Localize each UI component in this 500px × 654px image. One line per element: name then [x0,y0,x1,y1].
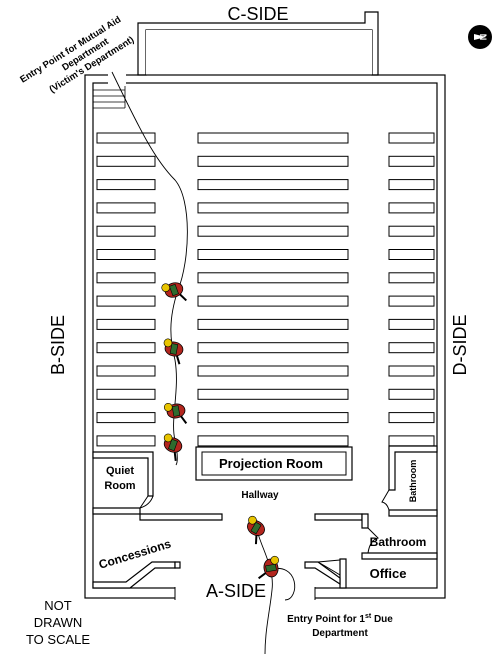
a-side-entry-right [304,561,341,586]
seating-row-left [96,365,156,377]
office-label: Office [370,566,407,581]
seating-row-right [388,435,435,447]
hallway-wall-right [314,513,363,521]
stairs [93,83,126,109]
firefighter-icon [161,282,187,302]
seating-row-center [197,318,349,330]
a-side-entry-left [174,561,181,569]
not-drawn-to-scale-2: DRAWN [34,615,83,630]
seating-row-left [96,295,156,307]
bathroom-walls [361,513,369,529]
seating-row-center [197,249,349,260]
svg-text:Department: Department [312,628,368,639]
small-bathroom-door [381,489,390,511]
quiet-room-bottom-wall [92,507,141,515]
seating-row-right [388,249,435,260]
c-side-label: C-SIDE [227,4,288,24]
d-side-label: D-SIDE [450,314,470,375]
bathroom-bottom [361,552,438,560]
seating-row-center [197,295,349,307]
projection-room-inner [201,451,347,476]
seating-row-left [96,155,156,167]
seating-row-right [388,365,435,377]
firefighter-icon [258,555,280,580]
seating-row-center [197,412,349,424]
not-drawn-to-scale-1: NOT [44,598,72,613]
a-side-opening [175,587,315,600]
seating-row-center [197,365,349,377]
firefighter-icon [163,433,183,462]
seating-row-center [197,342,349,354]
quiet-door [139,495,154,509]
seating-row-right [388,388,435,400]
seating-rows-right [388,132,435,447]
seating-row-left [96,202,156,214]
b-side-label: B-SIDE [48,315,68,375]
seating-row-left [96,225,156,237]
seating-row-center [197,202,349,214]
svg-text:N: N [478,34,488,41]
seating-row-left [96,318,156,330]
seating-row-right [388,225,435,237]
not-drawn-to-scale-3: TO SCALE [26,632,90,647]
seating-row-center [197,388,349,400]
seating-row-right [388,295,435,307]
quiet-room-label-2: Room [104,480,135,492]
svg-text:Entry Point for 1st Due: Entry Point for 1st Due [287,613,393,625]
seating-row-right [388,202,435,214]
seating-row-center [197,225,349,237]
seating-row-right [388,179,435,191]
firefighter-icon [247,515,265,545]
seating-row-center [197,179,349,191]
inner-wall [92,82,438,589]
firefighter-icon [163,402,188,424]
seating-row-left [96,342,156,354]
hallway-label: Hallway [241,490,279,501]
seating-row-left [96,179,156,191]
seating-row-right [388,155,435,167]
seating-row-right [388,272,435,284]
seating-row-left [96,412,156,424]
hallway-wall-left [139,513,223,521]
first-due-entry-label: Entry Point for 1st Due Department [287,613,393,639]
seating-row-center [197,272,349,284]
seating-row-right [388,412,435,424]
small-bathroom-label: Bathroom [408,460,418,503]
north-compass-icon: N [468,25,492,49]
seating-row-left [96,435,156,447]
c-side-annex-inner [146,30,372,75]
office-left-wall [339,558,347,589]
seating-rows-center [197,132,349,447]
seating-row-right [388,318,435,330]
bathroom-door [367,527,379,554]
seating-row-right [388,132,435,144]
firefighter-icons [161,282,280,580]
seating-row-left [96,388,156,400]
seating-row-center [197,132,349,144]
quiet-room-label-1: Quiet [106,465,134,477]
mutual-aid-opening [108,72,126,86]
seating-row-left [96,249,156,260]
firefighter-icon [163,338,184,365]
seating-row-center [197,155,349,167]
seating-row-left [96,132,156,144]
seating-rows-left [96,132,156,447]
small-bathroom-bottom [388,509,438,517]
bathroom-label: Bathroom [370,535,427,549]
projection-room-label: Projection Room [219,456,323,471]
seating-row-left [96,272,156,284]
seating-row-right [388,342,435,354]
seating-row-center [197,435,349,447]
a-side-label: A-SIDE [206,581,266,601]
